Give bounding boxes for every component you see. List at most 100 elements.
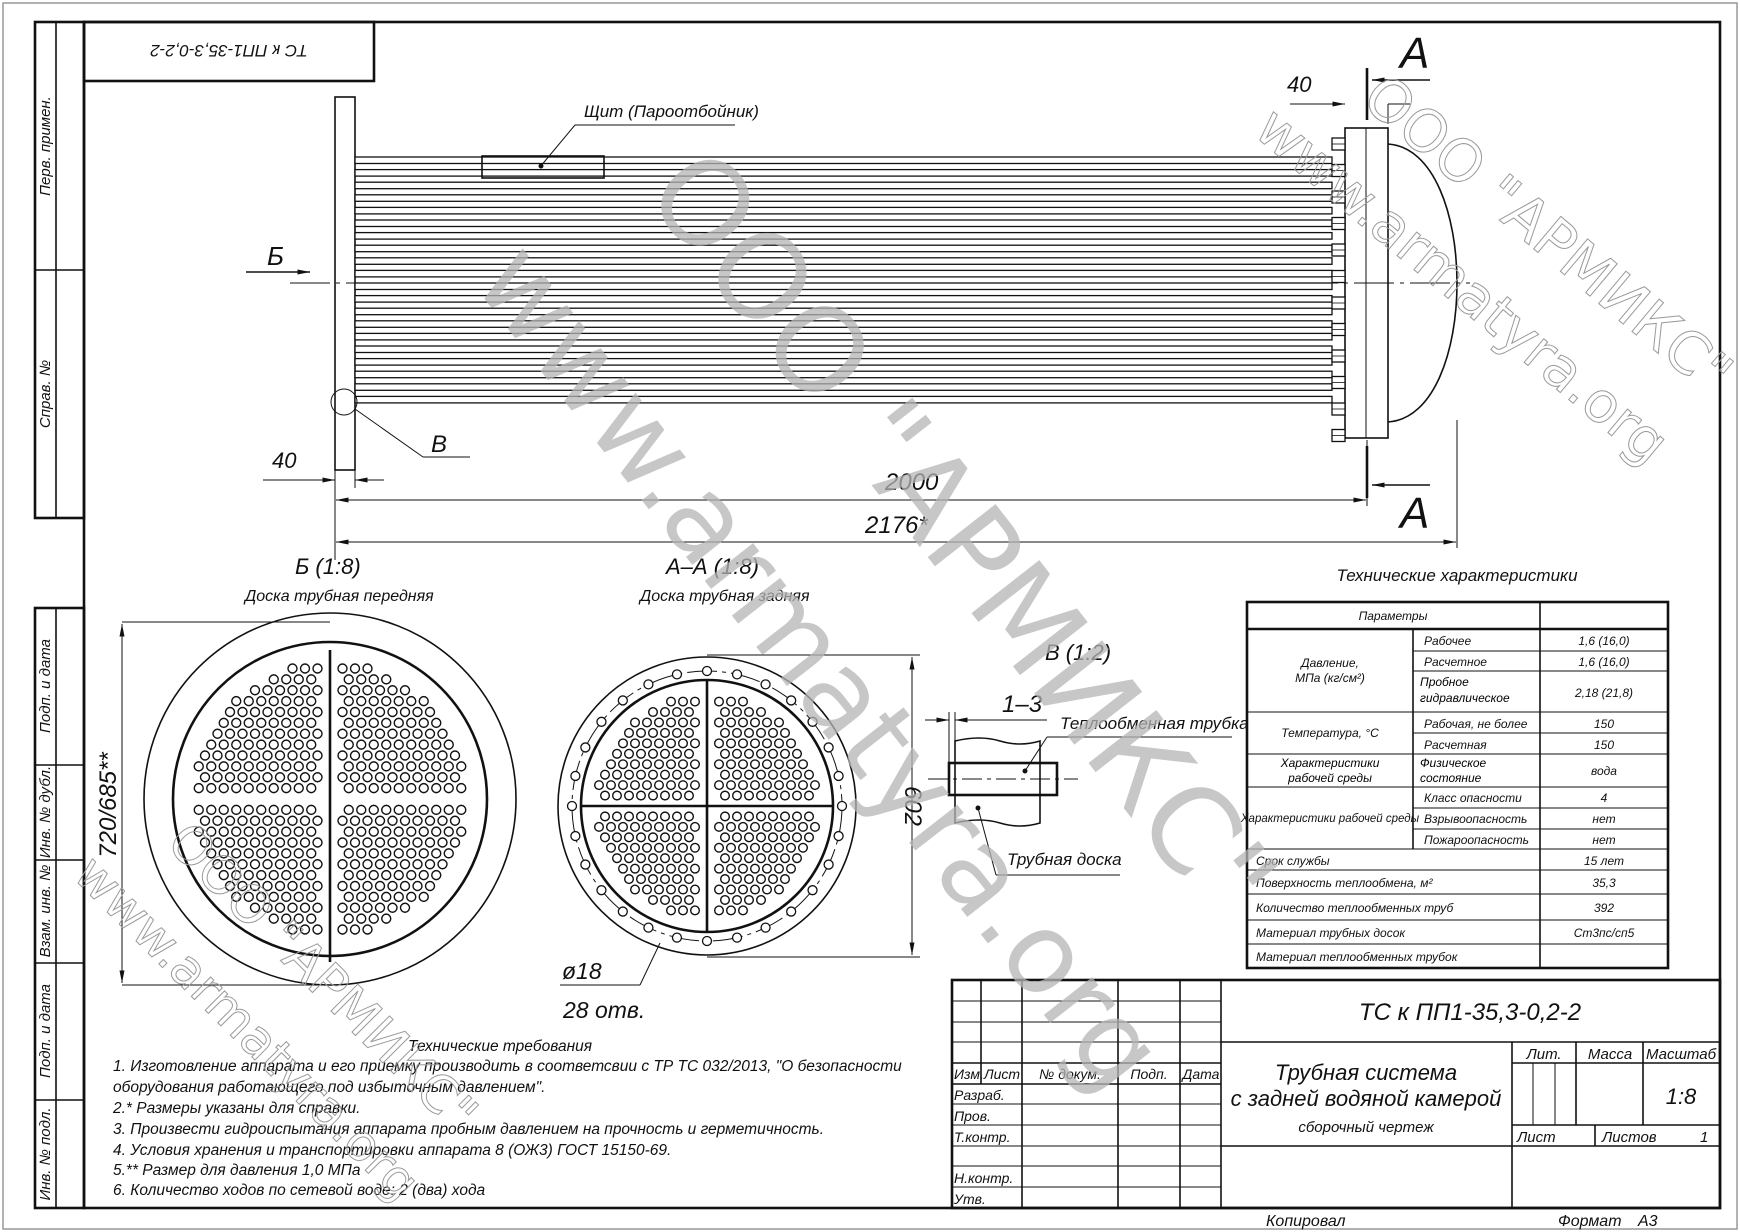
tube-hole	[412, 815, 423, 826]
tube-hole	[665, 738, 677, 749]
tube-hole	[349, 728, 361, 739]
tube-hole	[393, 739, 404, 750]
tube-hole	[362, 663, 373, 674]
tube-hole	[779, 811, 791, 822]
tube-hole	[456, 761, 467, 772]
drawing-name-line1: Трубная система	[1275, 1060, 1457, 1085]
tube-hole	[659, 832, 671, 843]
tube-hole	[653, 863, 665, 874]
tube-hole	[343, 717, 354, 729]
doc-type: сборочный чертеж	[1298, 1119, 1434, 1136]
tube-hole	[647, 894, 659, 905]
tube-hole	[635, 832, 647, 843]
tech-req-line: оборудования работающего под избыточным …	[113, 1079, 545, 1096]
tube-hole	[281, 761, 292, 772]
tube-hole	[218, 782, 229, 794]
tube-hole	[393, 782, 404, 794]
tube	[354, 307, 1333, 316]
tube-hole	[381, 848, 392, 859]
side-label: Подп. и дата	[37, 639, 54, 733]
tube-hole	[249, 902, 261, 913]
role-tkontr: Т.контр.	[954, 1129, 1010, 1145]
tube-hole	[635, 727, 647, 738]
bolt-hole	[570, 830, 581, 842]
tube-hole	[287, 880, 298, 892]
tube-hole	[647, 853, 659, 864]
tube-hole	[641, 738, 653, 749]
tube-hole	[337, 815, 348, 826]
pressure-row-value: 1,6 (16,0)	[1578, 655, 1629, 669]
tube-hole	[224, 815, 236, 826]
tube-hole	[256, 891, 267, 903]
tube-hole	[773, 780, 785, 791]
tube-hole	[725, 905, 737, 916]
tube-hole	[731, 769, 743, 780]
tube-hole	[725, 863, 737, 874]
bolt-hole	[833, 830, 844, 842]
tube-hole	[231, 717, 242, 729]
bolt-hole	[701, 935, 713, 947]
tube-hole	[387, 706, 398, 718]
tube-hole	[443, 804, 454, 816]
medium-row-label: Пожароопасность	[1424, 833, 1529, 847]
tube-hole	[337, 837, 348, 848]
tube-hole	[312, 902, 323, 913]
tube-hole	[719, 769, 731, 780]
temp-label: Температура, °С	[1281, 726, 1379, 740]
tube-hole	[337, 880, 348, 892]
tube-hole	[629, 821, 641, 832]
detail-v-title: В (1:2)	[1045, 640, 1111, 665]
tube-hole	[387, 902, 398, 913]
tube-hole	[719, 894, 731, 905]
tube-hole	[731, 874, 743, 885]
tube-hole	[299, 706, 311, 718]
tube-hole	[262, 859, 273, 870]
tube-hole	[224, 880, 236, 892]
tube-hole	[671, 727, 683, 738]
tube-hole	[418, 891, 429, 903]
tube-hole	[406, 761, 417, 772]
tube-hole	[281, 782, 292, 794]
tube-hole	[349, 772, 361, 783]
tube	[354, 156, 1333, 165]
tube-hole	[349, 815, 361, 826]
tube	[354, 282, 1333, 291]
tube-hole	[659, 874, 671, 885]
bolt-hole	[786, 695, 797, 706]
tube-hole	[725, 780, 737, 791]
tube-hole	[412, 837, 423, 848]
tube-hole	[406, 826, 417, 837]
tube	[354, 345, 1333, 354]
tube-hole	[689, 821, 701, 832]
role-utv: Утв.	[953, 1191, 986, 1207]
tube-hole	[349, 859, 361, 870]
side-label: Взам. инв. №	[37, 865, 54, 958]
tube-hole	[755, 748, 767, 759]
tube-hole	[256, 848, 267, 859]
tech-char-title: Технические характеристики	[1336, 566, 1578, 585]
tube-hole	[418, 869, 429, 881]
tube-hole	[393, 891, 404, 903]
tube-hole	[743, 832, 755, 843]
tube-hole	[605, 759, 617, 770]
tube-hole	[791, 748, 803, 759]
tube-hole	[623, 769, 635, 780]
tube-hole	[274, 880, 286, 892]
tube-hole	[262, 685, 273, 696]
tube-hole	[274, 902, 286, 913]
tube-hole	[268, 826, 279, 837]
view-b-subtitle: Доска трубная передняя	[243, 588, 434, 605]
tube-hole	[725, 884, 737, 895]
tube-hole	[641, 780, 653, 791]
tube-hole	[224, 859, 236, 870]
col-date: Дата	[1181, 1066, 1220, 1082]
tube-hole	[761, 717, 773, 728]
tube-hole	[243, 782, 254, 794]
tube-hole	[299, 859, 311, 870]
tube-hole	[418, 826, 429, 837]
sheets-label: Листов	[1601, 1129, 1657, 1146]
tube-hole	[677, 905, 689, 916]
tube-hole	[374, 902, 386, 913]
bolt-hole	[671, 669, 683, 680]
tube-hole	[683, 769, 695, 780]
